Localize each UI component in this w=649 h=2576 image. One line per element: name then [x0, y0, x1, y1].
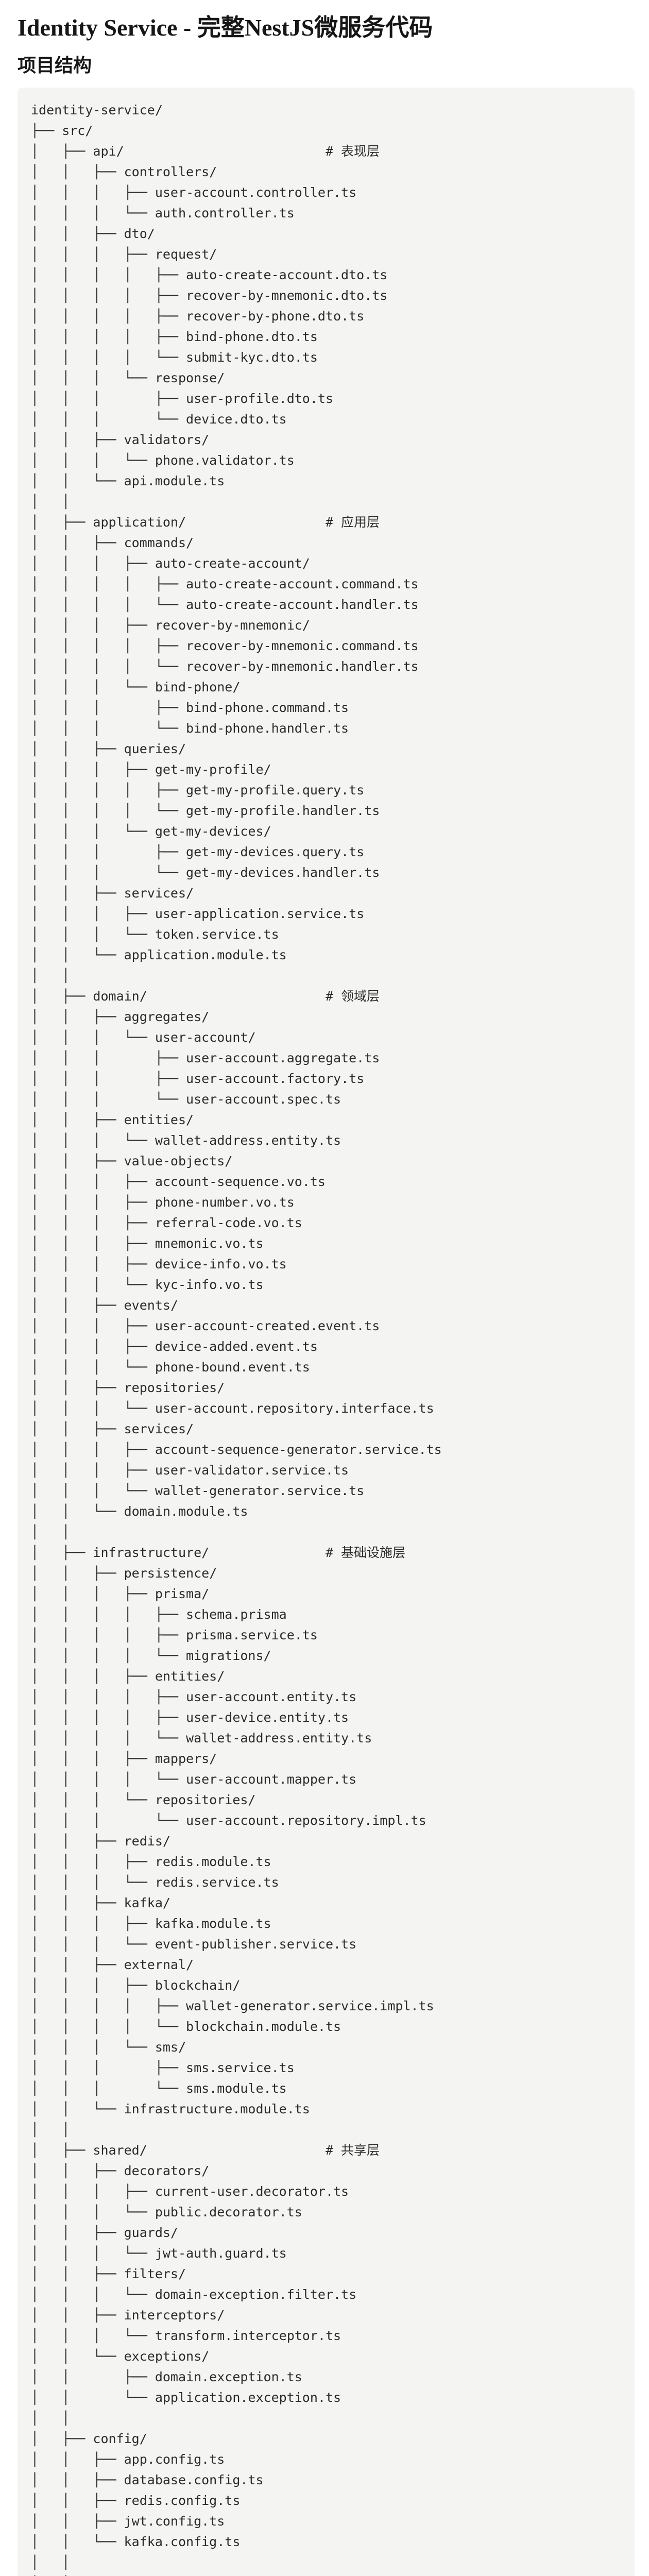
section-heading-project-structure: 项目结构: [18, 55, 92, 76]
project-structure-code-block: identity-service/ ├── src/ │ ├── api/ # …: [18, 88, 635, 2576]
file-tree-text: identity-service/ ├── src/ │ ├── api/ # …: [31, 103, 442, 2576]
page-title: Identity Service - 完整NestJS微服务代码: [18, 14, 433, 41]
